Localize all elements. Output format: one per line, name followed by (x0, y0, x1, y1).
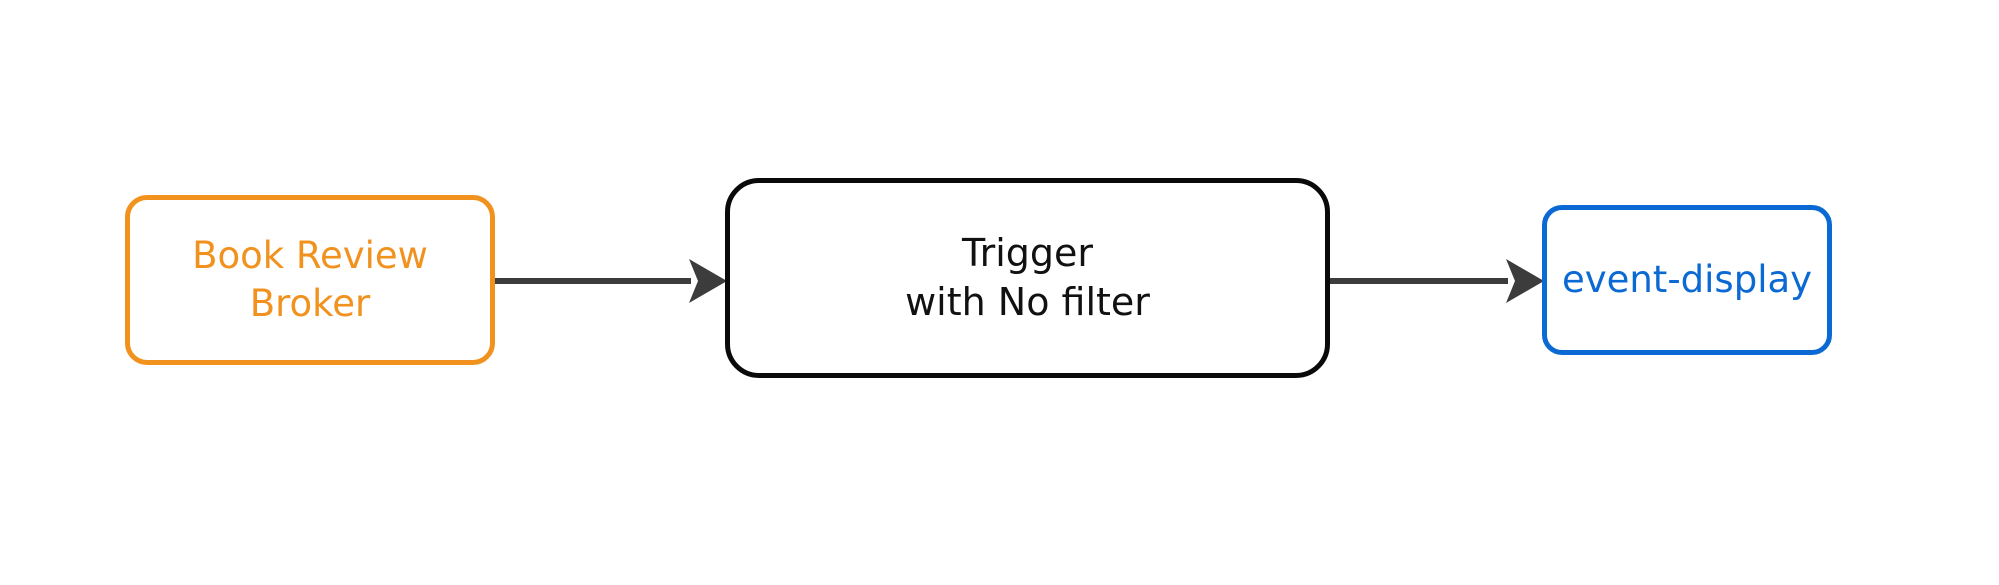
edge-trigger-to-sink (1330, 259, 1544, 303)
node-book-review-broker[interactable]: Book Review Broker (125, 195, 495, 365)
edge-source-to-trigger (495, 259, 727, 303)
arrowhead-icon (1506, 259, 1544, 303)
arrowhead-icon (689, 259, 727, 303)
node-event-display[interactable]: event-display (1542, 205, 1832, 355)
node-label-line-1: event-display (1561, 257, 1813, 301)
node-label-line-2: with No filter (905, 280, 1150, 324)
node-label-line-2: Broker (249, 282, 371, 325)
node-label-line-1: Book Review (192, 233, 428, 277)
node-label-line-1: Trigger (961, 230, 1094, 275)
node-trigger-with-no-filter[interactable]: Trigger with No filter (725, 178, 1330, 378)
